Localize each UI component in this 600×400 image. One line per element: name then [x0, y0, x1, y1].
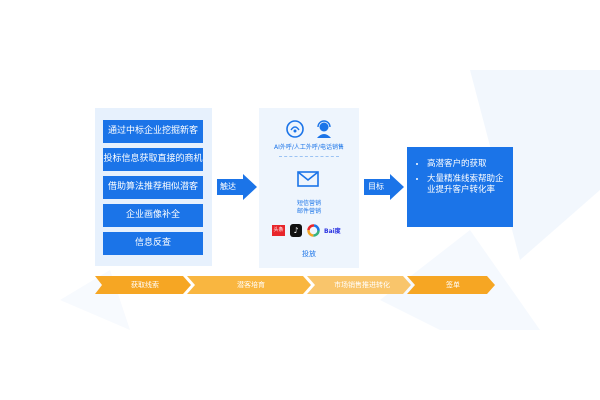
- envelope-icon: [297, 171, 319, 187]
- stage-label: 潜客培育: [237, 281, 265, 289]
- colorful-ring-icon: [307, 224, 320, 237]
- lead-source-item[interactable]: 信息反查: [103, 232, 203, 255]
- headset-agent-icon: [317, 120, 331, 138]
- ads-label: 投放: [302, 250, 316, 258]
- stage-label: 签单: [446, 281, 460, 289]
- goal-bullet: 大量精准线索帮助企业提升客户转化率: [427, 174, 505, 196]
- toutiao-icon: 头条: [272, 225, 285, 236]
- lead-source-item[interactable]: 借助算法推荐相似潜客: [103, 176, 203, 199]
- tiktok-icon: ♪: [290, 224, 302, 237]
- lead-source-item[interactable]: 通过中标企业挖掘新客: [103, 120, 203, 143]
- email-marketing-label: 邮件营销: [296, 208, 321, 215]
- ai-robot-icon: [286, 120, 304, 138]
- reach-arrow: 触达: [217, 174, 257, 200]
- arrow-right-icon: [364, 174, 404, 200]
- stage-chevron-3: [307, 276, 411, 294]
- stage-chevron-1: [95, 276, 191, 294]
- goal-bullet: 高潜客户的获取: [427, 159, 505, 170]
- call-channels-label: AI外呼/人工外呼/电话销售: [274, 144, 344, 151]
- stage-chevron-4: [407, 276, 495, 294]
- stage-chevrons: [95, 276, 495, 294]
- lead-source-item[interactable]: 企业画像补全: [103, 204, 203, 227]
- sms-marketing-label: 短信营销: [296, 200, 321, 207]
- stage-label: 市场销售推进转化: [334, 281, 390, 289]
- goal-arrow: 目标: [364, 174, 404, 200]
- goal-arrow-label: 目标: [368, 182, 384, 191]
- reach-arrow-label: 触达: [220, 182, 236, 191]
- touchpoint-panel: AI外呼/人工外呼/电话销售 短信营销 邮件营销 头条 ♪ Bai度 投放: [259, 108, 359, 268]
- arrow-right-icon: [217, 174, 257, 200]
- baidu-icon: Bai度: [324, 228, 341, 235]
- lead-sources-panel: 通过中标企业挖掘新客 投标信息获取直接的商机 借助算法推荐相似潜客 企业画像补全…: [95, 108, 212, 266]
- stage-chevron-2: [187, 276, 311, 294]
- lead-source-item[interactable]: 投标信息获取直接的商机: [103, 148, 203, 171]
- goals-panel: 高潜客户的获取 大量精准线索帮助企业提升客户转化率: [407, 147, 513, 227]
- stage-label: 获取线索: [131, 281, 159, 289]
- divider: [279, 156, 339, 157]
